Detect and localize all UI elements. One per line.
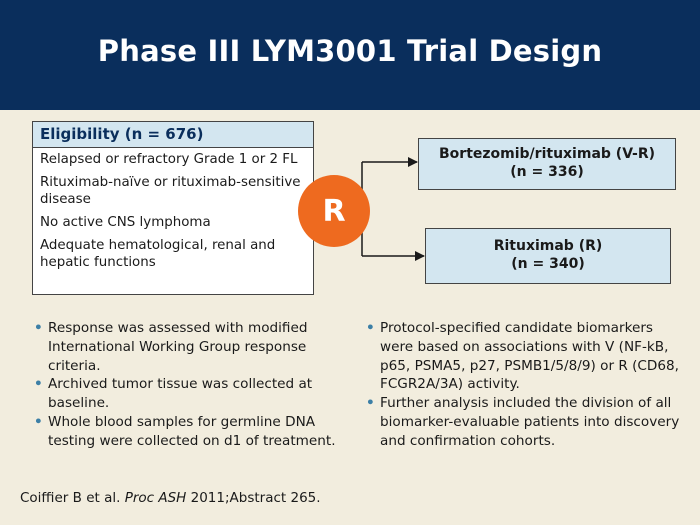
left-bullet-list: Response was assessed with modified Inte…	[32, 319, 352, 451]
bullet-biomarkers: Protocol-specified candidate biomarkers …	[364, 319, 684, 394]
right-bullet-list: Protocol-specified candidate biomarkers …	[364, 319, 684, 451]
eligibility-box: Eligibility (n = 676) Relapsed or refrac…	[32, 121, 314, 295]
bullet-blood: Whole blood samples for germline DNA tes…	[32, 413, 352, 451]
criterion-rituximab: Rituximab-naïve or rituximab-sensitive d…	[40, 175, 301, 207]
citation-detail: 2011;Abstract 265.	[190, 490, 321, 506]
citation: Coiffier B et al. Proc ASH 2011;Abstract…	[20, 490, 321, 506]
bullet-tissue: Archived tumor tissue was collected at b…	[32, 375, 352, 413]
arm-r-n: (n = 340)	[511, 256, 585, 272]
criterion-grade: Relapsed or refractory Grade 1 or 2 FL	[40, 152, 298, 167]
eligibility-header: Eligibility (n = 676)	[33, 122, 313, 148]
title-bar: Phase III LYM3001 Trial Design	[0, 0, 700, 110]
randomization-node: R	[298, 175, 370, 247]
criterion-organ-function: Adequate hematological, renal and hepati…	[40, 238, 276, 270]
citation-authors: Coiffier B et al.	[20, 490, 121, 506]
arm-vr-n: (n = 336)	[510, 164, 584, 180]
bullet-cohorts: Further analysis included the division o…	[364, 394, 684, 450]
arm-r-box: Rituximab (R) (n = 340)	[425, 228, 671, 284]
slide-title: Phase III LYM3001 Trial Design	[97, 34, 603, 68]
eligibility-criteria: Relapsed or refractory Grade 1 or 2 FL R…	[33, 148, 313, 271]
citation-source: Proc ASH	[124, 490, 187, 506]
arm-vr-name: Bortezomib/rituximab (V-R)	[439, 146, 655, 162]
arm-vr-box: Bortezomib/rituximab (V-R) (n = 336)	[418, 138, 676, 190]
criterion-cns: No active CNS lymphoma	[40, 215, 211, 230]
arm-r-name: Rituximab (R)	[493, 238, 603, 254]
bullet-response: Response was assessed with modified Inte…	[32, 319, 352, 375]
